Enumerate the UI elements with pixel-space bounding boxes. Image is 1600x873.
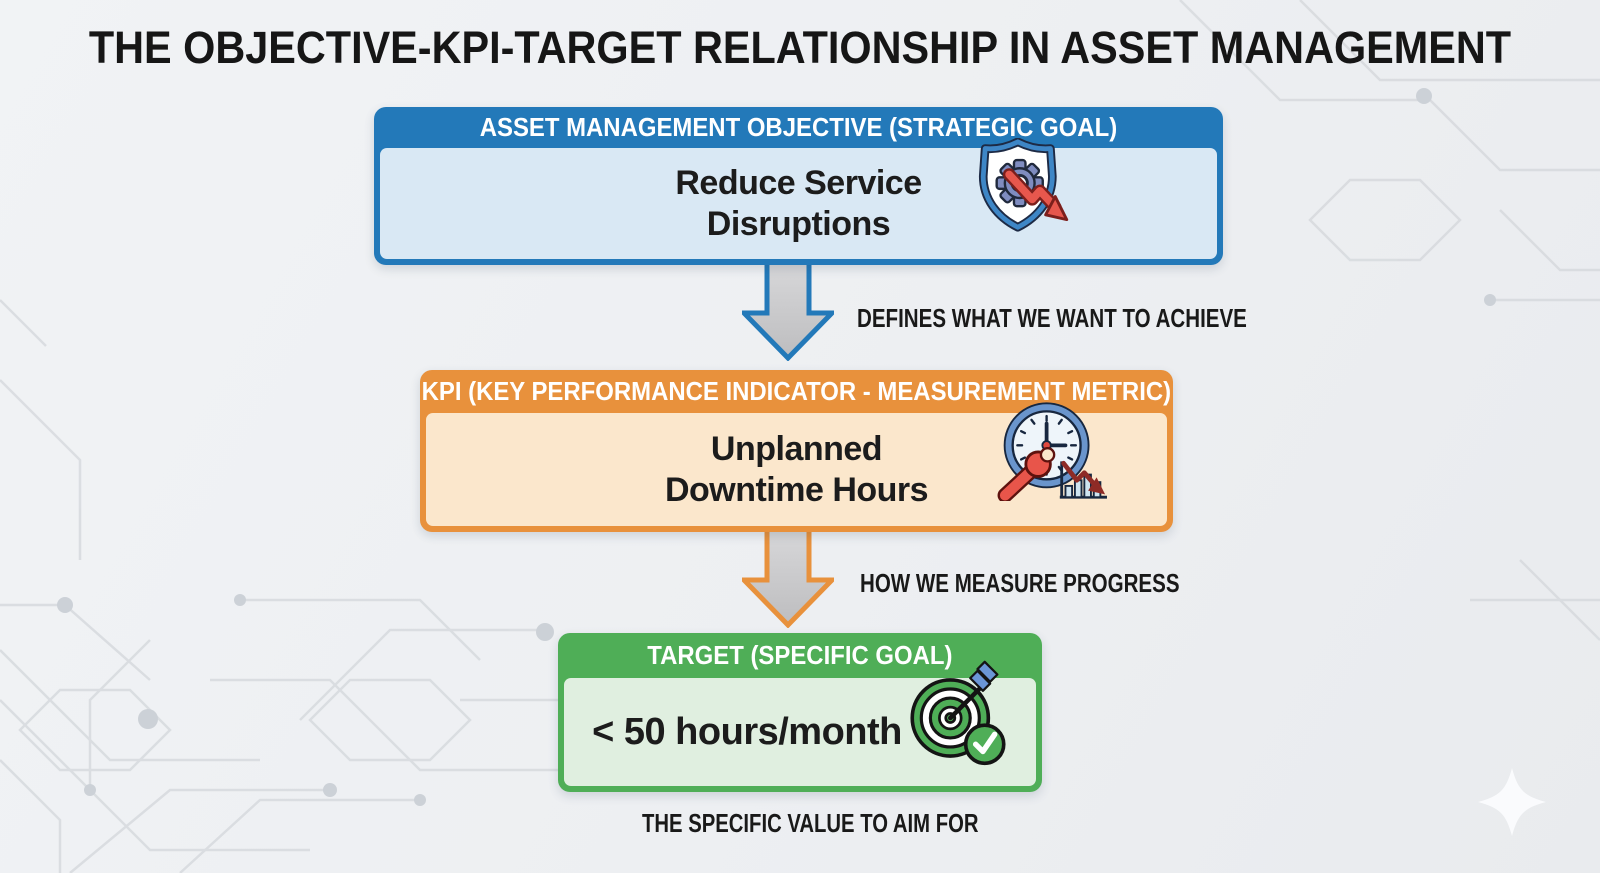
objective-text-line2: Disruptions <box>706 204 891 243</box>
down-arrow-kpi-to-target <box>742 528 834 628</box>
kpi-box-header: KPI (KEY PERFORMANCE INDICATOR - MEASURE… <box>420 370 1173 413</box>
arrow1-label: DEFINES WHAT WE WANT TO ACHIEVE <box>857 303 1351 334</box>
objective-text-line1: Reduce Service <box>675 164 922 203</box>
clock-wrench-downtrend-icon <box>997 402 1108 501</box>
objective-box-header-label: ASSET MANAGEMENT OBJECTIVE (STRATEGIC GO… <box>479 112 1118 142</box>
target-text-line1: < 50 hours/month <box>592 710 902 753</box>
kpi-box-header-label: KPI (KEY PERFORMANCE INDICATOR - MEASURE… <box>421 376 1172 406</box>
target-box-header-label: TARGET (SPECIFIC GOAL) <box>647 640 953 670</box>
objective-box: ASSET MANAGEMENT OBJECTIVE (STRATEGIC GO… <box>374 107 1223 265</box>
kpi-box-body: Unplanned Downtime Hours <box>426 413 1167 526</box>
shield-gear-decline-icon <box>978 138 1069 232</box>
target-text: < 50 hours/month <box>592 710 902 755</box>
page-title-text: THE OBJECTIVE-KPI-TARGET RELATIONSHIP IN… <box>88 22 1512 73</box>
kpi-text-line2: Downtime Hours <box>664 470 929 509</box>
target-caption: THE SPECIFIC VALUE TO AIM FOR <box>642 808 1073 839</box>
objective-box-body: Reduce Service Disruptions <box>380 148 1217 259</box>
target-box-header: TARGET (SPECIFIC GOAL) <box>558 633 1042 678</box>
down-arrow-objective-to-kpi <box>742 261 834 361</box>
objective-box-header: ASSET MANAGEMENT OBJECTIVE (STRATEGIC GO… <box>374 107 1223 148</box>
target-caption-text: THE SPECIFIC VALUE TO AIM FOR <box>642 808 979 838</box>
kpi-text: Unplanned Downtime Hours <box>664 429 929 509</box>
objective-text: Reduce Service Disruptions <box>675 163 922 243</box>
sparkle-star-icon <box>1478 768 1546 836</box>
arrow2-label: HOW WE MEASURE PROGRESS <box>860 568 1264 599</box>
page-title: THE OBJECTIVE-KPI-TARGET RELATIONSHIP IN… <box>0 22 1600 74</box>
kpi-box: KPI (KEY PERFORMANCE INDICATOR - MEASURE… <box>420 370 1173 532</box>
target-box: TARGET (SPECIFIC GOAL) < 50 hours/month <box>558 633 1042 792</box>
target-dart-check-icon <box>910 660 1006 765</box>
kpi-text-line1: Unplanned <box>710 430 883 469</box>
arrow2-label-text: HOW WE MEASURE PROGRESS <box>860 568 1180 598</box>
arrow1-label-text: DEFINES WHAT WE WANT TO ACHIEVE <box>857 303 1247 333</box>
